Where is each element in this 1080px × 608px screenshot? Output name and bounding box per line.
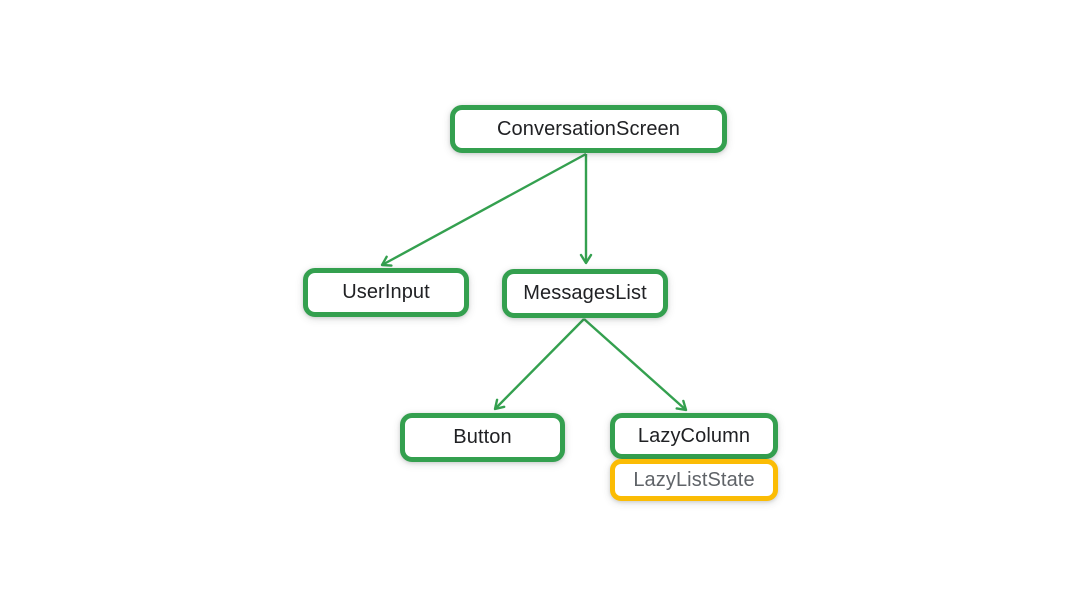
node-user-input: UserInput (303, 268, 469, 317)
node-lazy-column-label: LazyColumn (637, 424, 751, 447)
node-lazy-list-state: LazyListState (610, 459, 778, 501)
node-button: Button (400, 413, 565, 462)
node-user-input-label: UserInput (342, 281, 430, 303)
node-messages-list-label: MessagesList (523, 282, 647, 304)
node-button-label: Button (453, 426, 512, 448)
node-messages-list: MessagesList (502, 269, 668, 318)
edge-messageslist-lazycolumn (583, 318, 688, 412)
edge-conversationscreen-userinput (380, 152, 587, 267)
node-lazy-column: LazyColumn (610, 413, 778, 459)
node-conversation-screen-label: ConversationScreen (496, 117, 680, 140)
node-conversation-screen: ConversationScreen (450, 105, 727, 153)
edge-messageslist-button (493, 318, 585, 411)
node-lazy-list-state-label: LazyListState (633, 468, 755, 491)
